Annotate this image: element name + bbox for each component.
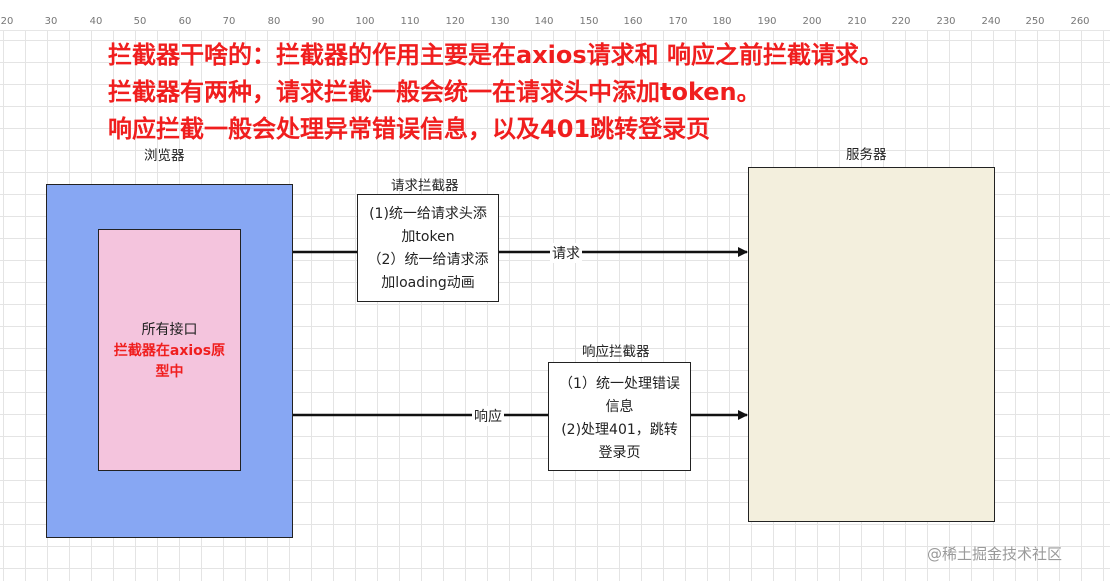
browser-title: 浏览器 — [144, 148, 185, 164]
top-ruler: 20 30 40 50 60 70 80 90 100 110 120 130 … — [0, 0, 1110, 31]
headline-line-1: 拦截器干啥的：拦截器的作用主要是在axios请求和 响应之前拦截请求。 — [108, 41, 884, 69]
response-interceptor-title: 响应拦截器 — [582, 344, 650, 360]
ruler-tick: 90 — [311, 16, 325, 27]
request-interceptor-line: （2）统一给请求添 — [367, 252, 489, 268]
interceptor-in-axios-label: 拦截器在axios原 — [113, 343, 226, 359]
request-interceptor-line: (1)统一给请求头添 — [369, 206, 487, 222]
headline-line-2: 拦截器有两种，请求拦截一般会统一在请求头中添加token。 — [108, 78, 761, 106]
request-edge-label: 请求 — [550, 243, 582, 263]
watermark: @稀土掘金技术社区 — [927, 545, 1063, 563]
response-interceptor-box: （1）统一处理错误 信息 (2)处理401，跳转 登录页 — [548, 362, 691, 471]
all-apis-box — [98, 229, 241, 471]
ruler-tick: 220 — [891, 16, 911, 27]
ruler-tick: 230 — [936, 16, 956, 27]
interceptor-in-axios-label-cont: 型中 — [155, 364, 184, 380]
ruler-tick: 150 — [579, 16, 599, 27]
ruler-tick: 110 — [400, 16, 420, 27]
ruler-tick: 180 — [712, 16, 732, 27]
request-interceptor-line: 加token — [401, 229, 455, 245]
response-interceptor-line: （1）统一处理错误 — [559, 376, 680, 392]
server-box — [748, 167, 995, 522]
response-interceptor-line: (2)处理401，跳转 — [561, 422, 678, 438]
ruler-tick: 20 — [0, 16, 14, 27]
request-interceptor-line: 加loading动画 — [381, 275, 475, 291]
ruler-tick: 190 — [757, 16, 777, 27]
ruler-tick: 120 — [445, 16, 465, 27]
ruler-tick: 70 — [222, 16, 236, 27]
all-apis-label: 所有接口 — [141, 322, 198, 338]
server-title: 服务器 — [846, 147, 887, 163]
ruler-tick: 260 — [1070, 16, 1090, 27]
ruler-tick: 30 — [44, 16, 58, 27]
ruler-tick: 140 — [534, 16, 554, 27]
ruler-tick: 240 — [981, 16, 1001, 27]
response-interceptor-line: 登录页 — [598, 445, 641, 461]
response-edge-label: 响应 — [472, 406, 504, 426]
ruler-tick: 40 — [89, 16, 103, 27]
ruler-tick: 80 — [267, 16, 281, 27]
headline-line-3: 响应拦截一般会处理异常错误信息，以及401跳转登录页 — [108, 115, 711, 143]
all-apis-text: 所有接口 拦截器在axios原 型中 — [98, 320, 241, 383]
response-interceptor-line: 信息 — [605, 399, 634, 415]
ruler-tick: 170 — [668, 16, 688, 27]
request-interceptor-box: (1)统一给请求头添 加token （2）统一给请求添 加loading动画 — [357, 194, 499, 302]
ruler-tick: 160 — [623, 16, 643, 27]
ruler-tick: 250 — [1025, 16, 1045, 27]
ruler-tick: 50 — [133, 16, 147, 27]
request-interceptor-title: 请求拦截器 — [391, 178, 459, 194]
ruler-tick: 60 — [178, 16, 192, 27]
ruler-tick: 130 — [490, 16, 510, 27]
ruler-tick: 100 — [355, 16, 375, 27]
ruler-tick: 210 — [847, 16, 867, 27]
ruler-tick: 200 — [802, 16, 822, 27]
